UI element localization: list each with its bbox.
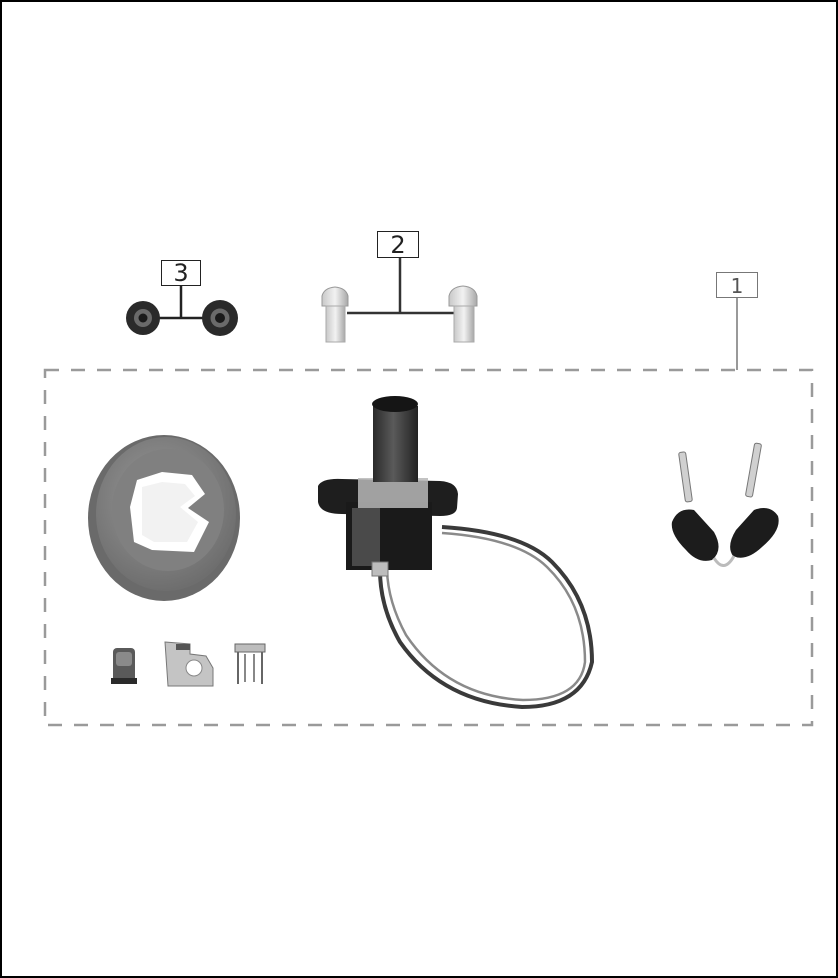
- nut-right: [202, 300, 238, 336]
- lock-cover-ring: [88, 435, 240, 601]
- key-left: [672, 452, 719, 561]
- leader-line-2: [347, 258, 454, 313]
- callout-3: 3: [161, 260, 201, 286]
- key-right: [730, 443, 779, 558]
- lock-bracket-plate: [165, 642, 213, 686]
- spring-clip: [235, 644, 265, 684]
- leader-line-3: [157, 286, 207, 318]
- callout-3-label: 3: [173, 259, 188, 287]
- bolt-left: [322, 287, 348, 342]
- callout-1: 1: [716, 272, 758, 298]
- callout-2-label: 2: [390, 231, 405, 259]
- callout-2: 2: [377, 231, 419, 258]
- callout-1-label: 1: [731, 274, 744, 298]
- ignition-switch: [318, 396, 592, 707]
- nut-left: [126, 301, 160, 335]
- lock-cylinder-small: [111, 648, 137, 684]
- key-ring: [714, 556, 734, 566]
